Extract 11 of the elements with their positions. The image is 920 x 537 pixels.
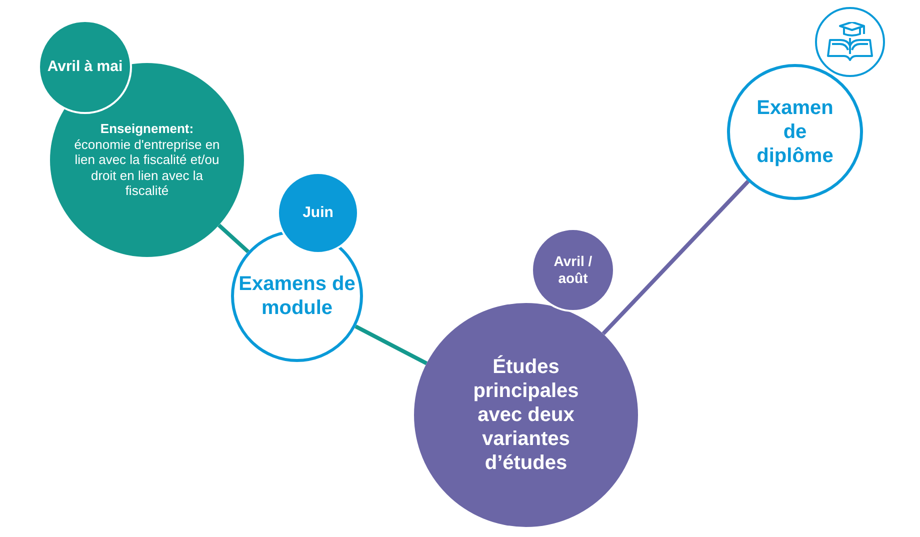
connector-line (354, 324, 428, 366)
date-label: Avril / août (552, 253, 594, 287)
connector-line (602, 180, 750, 336)
connector-line (218, 224, 250, 254)
phase-label: Examen de diplôme (756, 96, 834, 168)
date-label: Juin (302, 204, 334, 222)
circle-heading: Enseignement: (100, 121, 194, 137)
phase-label: Études principales avec deux variantes d’études (472, 355, 580, 475)
circle-description: économie d'entreprise en lien avec la fiscalité et/ou droit en lien avec la fiscalité (73, 136, 221, 199)
date-label: Avril à mai (47, 58, 123, 76)
phase-label: Examens de module (238, 272, 356, 320)
